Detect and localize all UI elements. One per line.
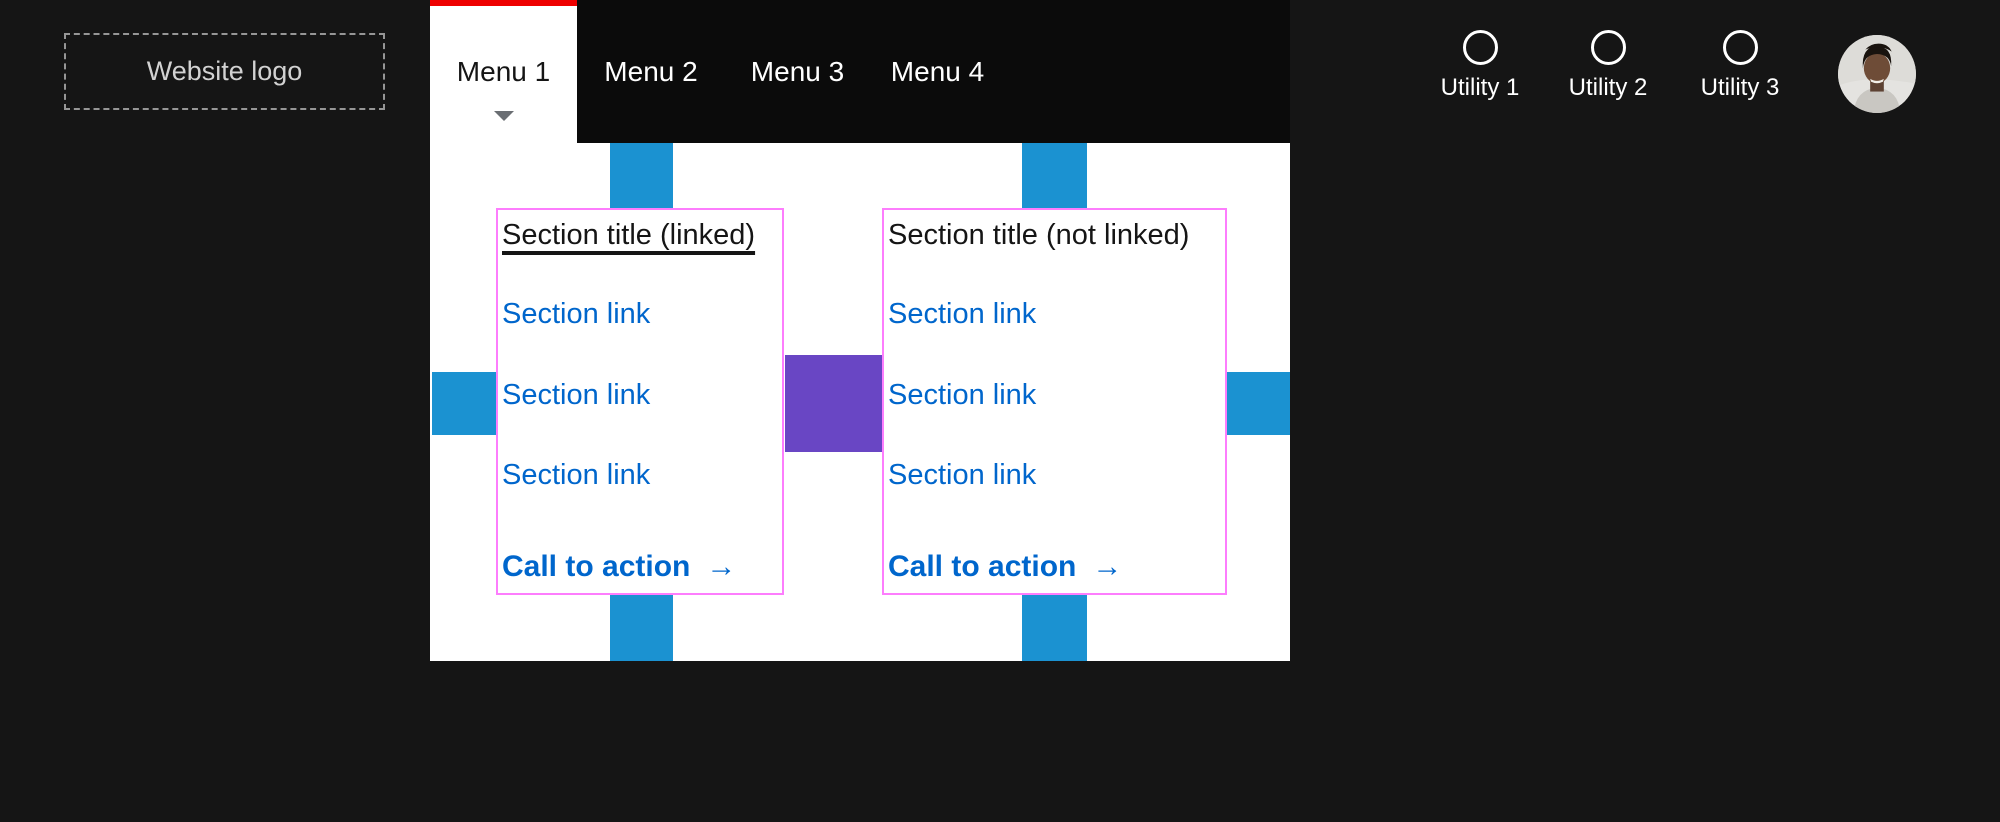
spacer-block-top-right: [1022, 143, 1087, 208]
section-2-link-1[interactable]: Section link: [888, 297, 1037, 330]
nav-tab-menu-4-label: Menu 4: [890, 56, 985, 87]
utility-3-label: Utility 3: [1700, 74, 1780, 101]
spacer-block-right-edge: [1227, 372, 1290, 435]
spacer-block-top-left: [610, 143, 673, 208]
section-1-call-to-action[interactable]: Call to action→: [502, 550, 737, 583]
spacer-block-gutter: [785, 355, 882, 452]
utility-item-3[interactable]: Utility 3: [1675, 30, 1805, 102]
nav-tab-menu-2-label: Menu 2: [604, 56, 698, 87]
section-2-link-3[interactable]: Section link: [888, 458, 1037, 491]
spacer-block-left-edge: [432, 372, 496, 435]
section-2-link-2[interactable]: Section link: [888, 378, 1037, 411]
section-1-link-2[interactable]: Section link: [502, 378, 651, 411]
website-logo[interactable]: Website logo: [64, 33, 385, 110]
section-1-title-link[interactable]: Section title (linked): [502, 218, 756, 251]
section-2-call-to-action[interactable]: Call to action→: [888, 550, 1123, 583]
circle-icon: [1462, 30, 1498, 65]
nav-tab-menu-3[interactable]: Menu 3: [725, 0, 870, 143]
utility-item-1[interactable]: Utility 1: [1415, 30, 1545, 102]
circle-icon: [1590, 30, 1626, 65]
arrow-right-icon: →: [1092, 550, 1123, 583]
arrow-right-icon: →: [706, 550, 737, 583]
utility-2-label: Utility 2: [1568, 74, 1648, 101]
website-logo-label: Website logo: [146, 56, 303, 86]
nav-tab-menu-1[interactable]: Menu 1: [430, 0, 577, 143]
section-2-title: Section title (not linked): [888, 218, 1190, 251]
chevron-down-icon: [493, 110, 515, 122]
nav-tab-menu-4[interactable]: Menu 4: [870, 0, 1005, 143]
section-1-link-1[interactable]: Section link: [502, 297, 651, 330]
nav-tab-menu-2[interactable]: Menu 2: [577, 0, 725, 143]
nav-tab-menu-1-label: Menu 1: [456, 56, 551, 87]
circle-icon: [1722, 30, 1758, 65]
nav-tab-menu-3-label: Menu 3: [750, 56, 845, 87]
spacer-block-bottom-right: [1022, 595, 1087, 661]
mega-menu-section-1: Section title (linked) Section link Sect…: [496, 208, 784, 595]
section-1-link-3[interactable]: Section link: [502, 458, 651, 491]
avatar-image: [1838, 35, 1916, 113]
mega-menu-section-2: Section title (not linked) Section link …: [882, 208, 1227, 595]
spacer-block-bottom-left: [610, 595, 673, 661]
utility-1-label: Utility 1: [1440, 74, 1520, 101]
utility-item-2[interactable]: Utility 2: [1543, 30, 1673, 102]
user-avatar[interactable]: [1838, 35, 1916, 113]
